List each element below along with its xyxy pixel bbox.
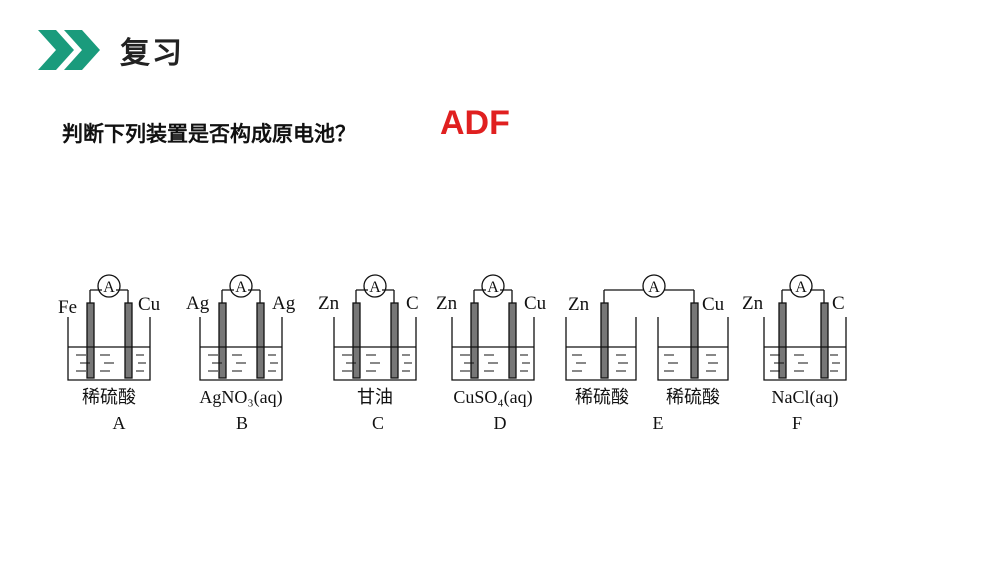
ammeter-symbol: A <box>795 279 807 296</box>
electrode-label-right: C <box>832 293 845 314</box>
setup-b <box>199 274 283 381</box>
electrode-label-left: Zn <box>742 293 764 314</box>
ammeter-symbol: A <box>103 279 115 296</box>
electrode-label-right: Cu <box>702 294 725 315</box>
electrode-label-left: Zn <box>436 293 458 314</box>
setup-f <box>763 274 847 381</box>
solution-label: 稀硫酸 <box>575 387 629 407</box>
ammeter-symbol: A <box>369 279 381 296</box>
setup-caption: F <box>792 413 802 433</box>
solution-label: 甘油 <box>357 387 393 407</box>
electrode-label-left: Ag <box>186 293 210 314</box>
answer-text: ADF <box>440 104 510 142</box>
setup-caption: C <box>372 413 384 433</box>
electrode-label-right: Cu <box>524 293 547 314</box>
solution-label: NaCl(aq) <box>772 387 839 408</box>
setup-caption: A <box>113 413 126 433</box>
slide-title: 复习 <box>120 36 184 71</box>
double-chevron-right-icon <box>38 30 100 70</box>
setup-a <box>67 274 151 381</box>
setup-caption: B <box>236 413 248 433</box>
electrode-label-right: Ag <box>272 293 296 314</box>
solution-label: 稀硫酸 <box>666 387 720 407</box>
electrode-label-right: Cu <box>138 294 161 315</box>
galvanic-cell-diagrams: A A A A A A Fe Cu Ag Ag Zn C Zn Cu Zn Cu… <box>58 274 847 433</box>
setup-e <box>565 274 729 381</box>
solution-label: CuSO₄(aq) <box>453 387 532 408</box>
solution-label: 稀硫酸 <box>82 387 136 407</box>
solution-label: AgNO₃(aq) <box>199 387 282 408</box>
slide-header: 复习 <box>38 28 184 72</box>
question-text: 判断下列装置是否构成原电池？ <box>62 122 356 146</box>
electrode-label-left: Fe <box>58 297 77 318</box>
setup-caption: D <box>494 413 507 433</box>
setup-c <box>333 274 417 381</box>
ammeter-symbol: A <box>487 279 499 296</box>
setup-caption: E <box>653 413 664 433</box>
electrode-label-left: Zn <box>568 294 590 315</box>
electrode-label-left: Zn <box>318 293 340 314</box>
electrode-label-right: C <box>406 293 419 314</box>
ammeter-symbol: A <box>648 279 660 296</box>
ammeter-symbol: A <box>235 279 247 296</box>
setup-d <box>451 274 535 381</box>
